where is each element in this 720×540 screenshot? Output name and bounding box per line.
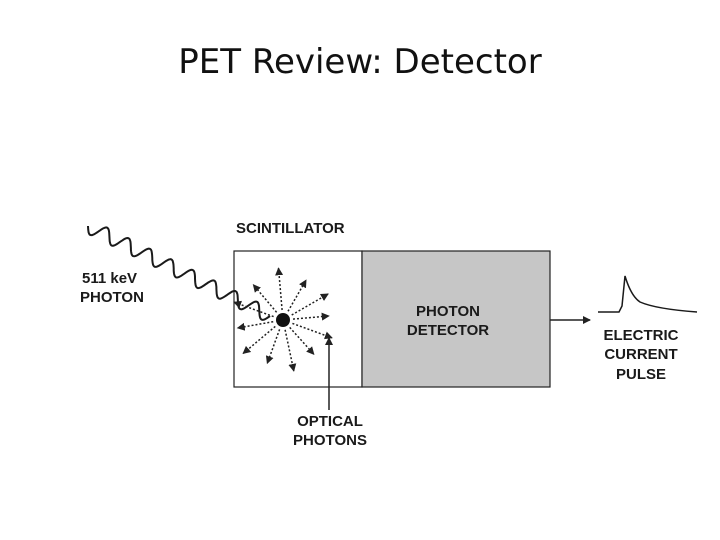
- detector-label-line1: PHOTON: [416, 303, 480, 320]
- scintillator-label: SCINTILLATOR: [236, 220, 345, 237]
- slide-title: PET Review: Detector: [178, 42, 542, 82]
- output-label-line1: ELECTRIC: [604, 327, 679, 344]
- optical-photon-arrow: [275, 267, 284, 311]
- incoming-photon-label-line2: PHOTON: [80, 289, 144, 306]
- optical-photon-arrow: [292, 322, 333, 340]
- optical-photon-arrows: [233, 267, 333, 372]
- optical-photon-arrow: [242, 325, 276, 355]
- output-label-line2: CURRENT: [604, 346, 677, 363]
- optical-photon-arrow: [265, 329, 281, 365]
- optical-photon-arrow: [233, 300, 274, 318]
- optical-photon-arrow: [284, 329, 297, 372]
- incoming-photon-label-line1: 511 keV: [82, 270, 137, 287]
- optical-photon-arrow: [292, 312, 330, 321]
- interaction-point: [276, 313, 290, 327]
- current-pulse-icon: [598, 275, 698, 313]
- optical-photon-arrow: [252, 284, 278, 313]
- optical-photon-arrow: [291, 293, 329, 316]
- optical-photon-arrow: [287, 279, 307, 312]
- optical-photons-label-line1: OPTICAL: [297, 413, 363, 430]
- output-label-line3: PULSE: [616, 366, 666, 383]
- optical-photons-label-line2: PHOTONS: [293, 432, 367, 449]
- photon-detector-box: [361, 250, 551, 388]
- detector-label-line2: DETECTOR: [407, 322, 489, 339]
